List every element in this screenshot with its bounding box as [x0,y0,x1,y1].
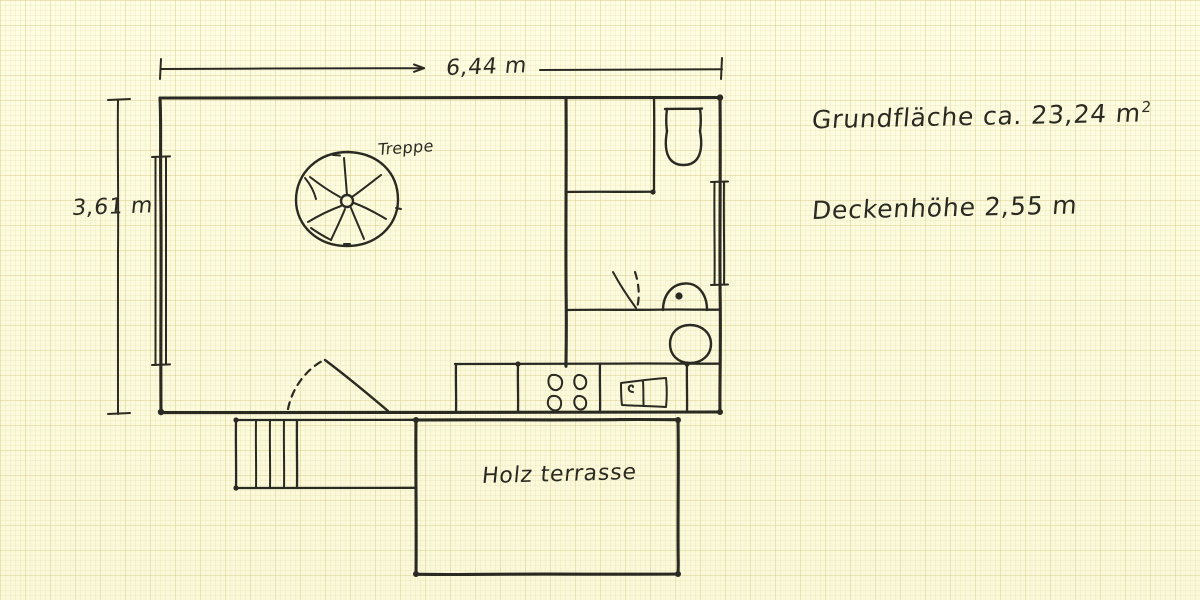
window-right-icon [710,180,729,286]
dimension-height-label: 3,61 m [70,193,155,222]
kitchen-counter [453,362,722,414]
staircase-label: Treppe [377,136,435,160]
bathroom-door-swing-icon [612,270,640,310]
living-room-door-swing-icon [286,358,390,413]
terrace-outline [413,417,680,577]
toilet-icon [663,107,704,167]
cooktop-icon [546,373,588,412]
wall-joint-marks [157,94,724,577]
dimension-width-label: 6,44 m [444,53,529,82]
terrace-steps-icon [254,419,286,488]
round-drain-icon [668,323,713,365]
dimension-line-height [107,98,131,415]
floor-area-note-exponent: 2 [1140,97,1153,117]
washbasin-icon [661,282,709,312]
basin-drain-dot [675,292,683,300]
terrace-label: Holz terrasse [480,459,639,490]
dimension-line-width [159,57,723,80]
outer-walls [158,95,722,415]
ceiling-height-note: Deckenhöhe 2,55 m [810,190,1079,225]
spiral-staircase-icon [294,150,402,248]
window-left-icon [151,155,171,366]
kitchen-appliance-icon [620,377,668,408]
terrace-deck-upper [234,418,418,490]
